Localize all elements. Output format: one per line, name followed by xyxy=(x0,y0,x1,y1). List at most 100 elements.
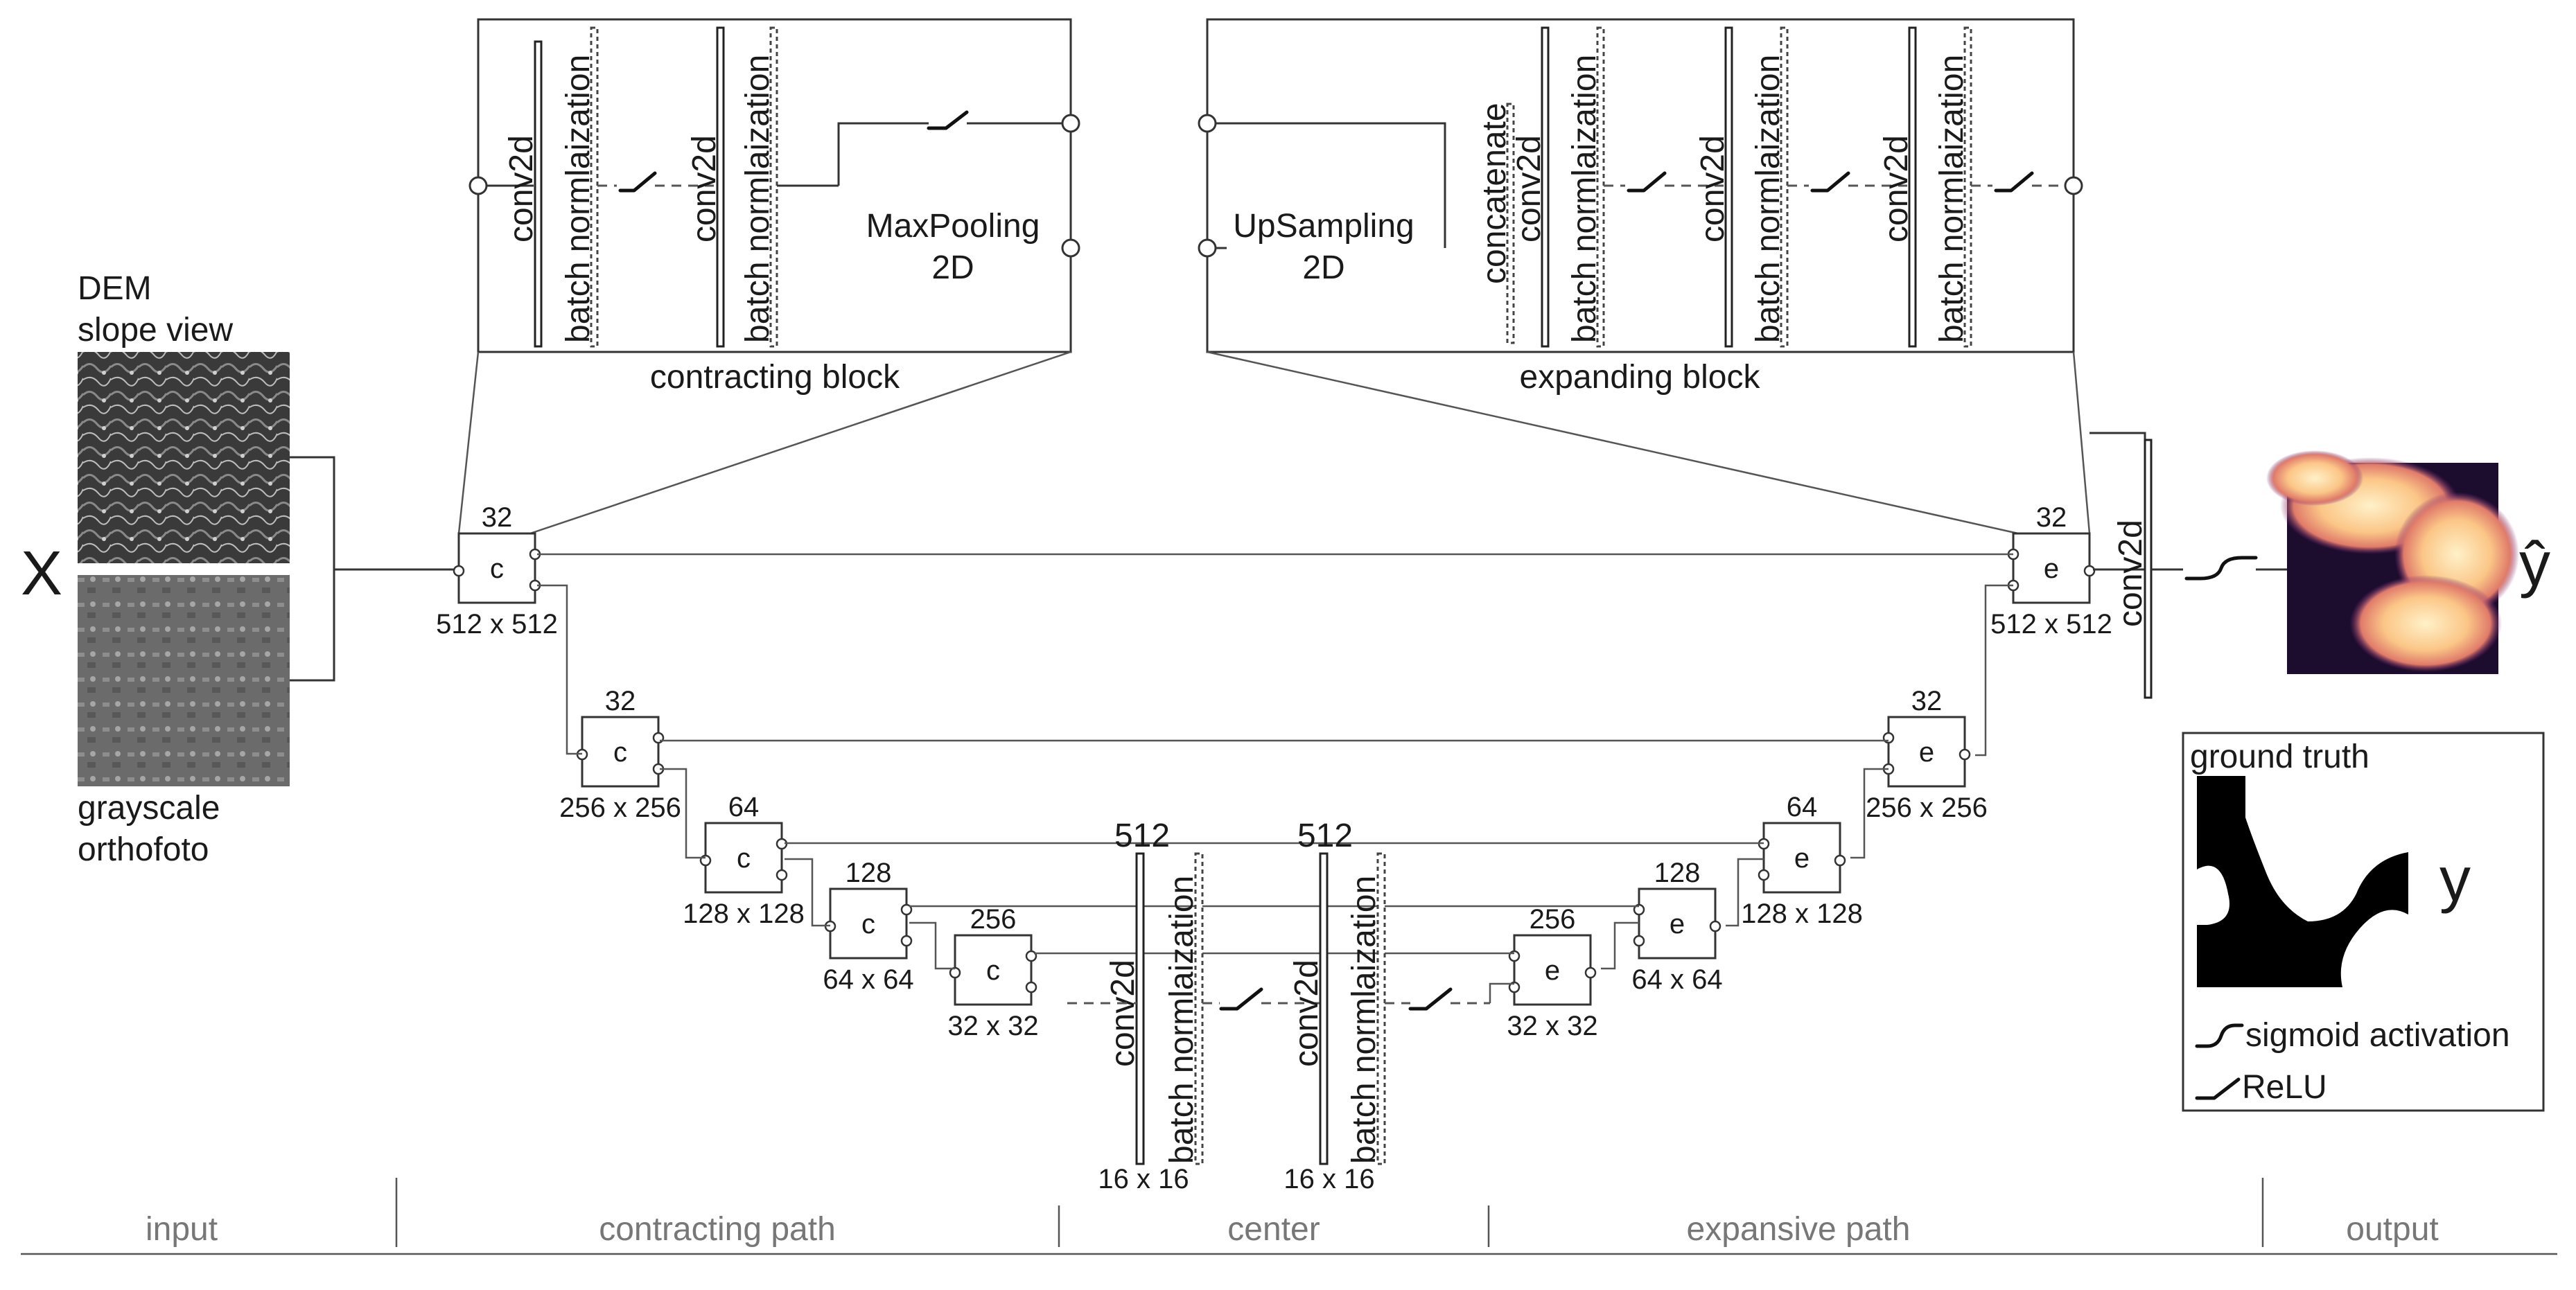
center-relu-icon-2 xyxy=(1408,987,1453,1011)
node-skip-port xyxy=(1633,903,1645,916)
contracting-conv2d-label-1: conv2d xyxy=(503,135,540,242)
expanding-node-channels: 32 xyxy=(2036,502,2067,533)
pooling-connections xyxy=(537,584,2013,970)
expanding-node-1: e 256 32 x 32 xyxy=(1507,904,1597,1041)
expanding-node-letter: e xyxy=(2044,554,2059,584)
contracting-output-port-skip xyxy=(1061,114,1080,133)
expanding-node-letter: e xyxy=(1670,909,1685,939)
path-label-output: output xyxy=(2346,1211,2438,1248)
expanding-bn-bar-3 xyxy=(1963,26,1972,348)
contracting-zoom-line-right xyxy=(529,351,1071,535)
contracting-node-channels: 32 xyxy=(605,686,636,716)
expanding-block-frame xyxy=(1206,18,2075,353)
contracting-input-port xyxy=(468,176,488,195)
expanding-node-channels: 128 xyxy=(1654,858,1701,888)
node-output-port xyxy=(2083,565,2096,577)
expanding-node-size: 512 x 512 xyxy=(1990,609,2112,639)
path-label-bar: input contracting path center expansive … xyxy=(21,1178,2557,1255)
expanding-bn-label-2: batch normlaization xyxy=(1750,55,1787,343)
expanding-node-letter: e xyxy=(1545,955,1560,986)
legend-sigmoid-icon xyxy=(2195,1023,2244,1048)
node-input-port xyxy=(453,565,465,577)
output-section: conv2d ŷ ground truth y sigmoid activati… xyxy=(2089,432,2550,1112)
expanding-node-size: 128 x 128 xyxy=(1741,899,1863,929)
legend-relu-icon xyxy=(2195,1077,2241,1100)
path-label-input: input xyxy=(146,1211,218,1248)
expanding-bn-label-3: batch normlaization xyxy=(1934,55,1970,343)
input-symbol-x: X xyxy=(21,539,62,608)
legend-relu-label: ReLU xyxy=(2242,1069,2327,1106)
node-up-port xyxy=(1633,935,1645,947)
expanding-block-caption: expanding block xyxy=(1520,359,1761,396)
center-right-size: 16 x 16 xyxy=(1283,1164,1374,1194)
concatenate-bar xyxy=(1506,103,1515,344)
contracting-bn-label-1: batch normlaization xyxy=(560,55,597,343)
expanding-node-size: 64 x 64 xyxy=(1631,964,1722,995)
contracting-node-size: 512 x 512 xyxy=(436,609,558,639)
node-pool-port xyxy=(776,869,788,881)
expanding-bn-label-1: batch normlaization xyxy=(1566,55,1603,343)
path-label-expansive: expansive path xyxy=(1687,1211,1911,1248)
center-left-size: 16 x 16 xyxy=(1098,1164,1189,1194)
output-conv2d-label: conv2d xyxy=(2112,520,2149,627)
center-left-bn-bar xyxy=(1194,852,1204,1165)
node-output-port xyxy=(1959,748,1971,761)
contracting-block-caption: contracting block xyxy=(650,359,900,396)
expanding-conv2d-label-1: conv2d xyxy=(1511,135,1548,242)
center-left-conv2d-bar xyxy=(1135,852,1145,1165)
contracting-block-detail: conv2d batch normlaization conv2d batch … xyxy=(468,18,1080,396)
node-up-port xyxy=(1758,869,1770,881)
expanding-conv2d-bar-3 xyxy=(1908,26,1917,348)
expanding-node-size: 32 x 32 xyxy=(1507,1011,1597,1041)
expanding-bn-bar-1 xyxy=(1596,26,1605,348)
contracting-node-box xyxy=(829,887,908,960)
expanding-node-4: e 32 256 x 256 xyxy=(1866,686,1988,823)
path-label-center: center xyxy=(1227,1211,1320,1248)
contracting-node-channels: 256 xyxy=(970,904,1017,935)
expanding-node-size: 256 x 256 xyxy=(1866,793,1988,823)
center-left-channels: 512 xyxy=(1114,818,1170,854)
prediction-heatmap-image xyxy=(2266,450,2519,674)
expanding-node-channels: 256 xyxy=(1530,904,1576,935)
dem-label-line1: DEM xyxy=(78,270,152,307)
center-relu-icon-1 xyxy=(1219,987,1263,1011)
contracting-output-port-pool xyxy=(1061,238,1080,258)
center-right-bn-bar xyxy=(1376,852,1386,1165)
dem-slope-image xyxy=(78,352,290,563)
output-sigmoid-icon xyxy=(2184,556,2258,581)
expanding-node-box xyxy=(1887,716,1966,788)
contracting-node-size: 32 x 32 xyxy=(947,1011,1038,1041)
contracting-node-box xyxy=(457,532,536,604)
upsampling-label-line1: UpSampling xyxy=(1233,208,1414,245)
expanding-node-2: e 128 64 x 64 xyxy=(1631,858,1722,995)
expanding-bn-bar-2 xyxy=(1780,26,1789,348)
ground-truth-title: ground truth xyxy=(2190,739,2369,775)
node-skip-port xyxy=(1025,950,1037,962)
expanding-output-port xyxy=(2064,176,2083,195)
node-pool-port xyxy=(1025,981,1037,993)
upsampling-label-line2: 2D xyxy=(1302,249,1344,286)
expanding-relu-icon-2 xyxy=(1810,171,1850,193)
expanding-node-channels: 32 xyxy=(1911,686,1943,716)
maxpooling-label-line2: 2D xyxy=(931,249,974,286)
expanding-relu-icon-1 xyxy=(1627,171,1667,193)
skip-connections xyxy=(537,553,2013,955)
maxpooling-label-line1: MaxPooling xyxy=(866,208,1040,245)
dem-label-line2: slope view xyxy=(78,312,233,348)
prediction-symbol-yhat: ŷ xyxy=(2519,530,2550,599)
contracting-node-letter: c xyxy=(737,843,751,874)
expanding-node-letter: e xyxy=(1919,737,1934,768)
expanding-conv2d-label-3: conv2d xyxy=(1878,135,1915,242)
contracting-zoom-line-left xyxy=(457,351,480,534)
expanding-block-detail: UpSampling 2D concatenate conv2d batch n… xyxy=(1198,18,2083,396)
ground-truth-image xyxy=(2197,776,2408,987)
expanding-node-box xyxy=(2012,532,2091,604)
expanding-conv2d-label-2: conv2d xyxy=(1694,135,1731,242)
ortho-label-line2: orthofoto xyxy=(78,831,209,868)
expanding-node-channels: 64 xyxy=(1787,792,1818,822)
expanding-conv2d-bar-1 xyxy=(1541,26,1550,348)
